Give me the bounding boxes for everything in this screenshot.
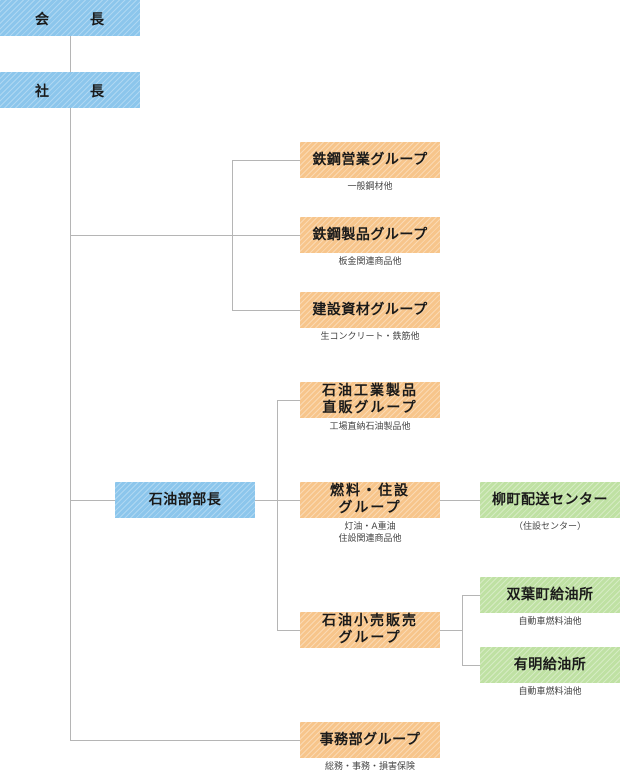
petroleum-retail-group-box: 石油小売販売 グループ [300,612,440,648]
connector-line [277,400,278,631]
general-affairs-group-box: 事務部グループ [300,722,440,758]
fuel-housing-group-label-line1: 燃料・住設 [330,483,410,499]
general-affairs-group-label: 事務部グループ [319,731,421,748]
connector-line [277,630,300,631]
president-box: 社 長 [0,72,140,108]
industrial-petroleum-group-label-line2: 直販グループ [322,400,418,416]
steel-sales-group-box: 鉄鋼営業グループ [300,142,440,178]
connector-line [440,630,462,631]
connector-line [277,400,300,401]
industrial-petroleum-group-box: 石油工業製品 直販グループ [300,382,440,418]
construction-materials-group-box: 建設資材グループ [300,292,440,328]
fuel-housing-group-note-line2: 住設関連商品他 [338,534,402,544]
futaba-gas-station-note: 自動車燃料油他 [518,617,582,627]
connector-line [440,500,480,501]
connector-line [70,500,115,501]
chairman-label-char1: 会 [35,12,49,28]
connector-line [70,740,300,741]
yanagimachi-delivery-center-box: 柳町配送センター [480,482,620,518]
general-affairs-group-note: 総務・事務・損害保険 [324,762,415,772]
petroleum-retail-group-label-line1: 石油小売販売 [322,613,418,629]
steel-products-group-label: 鉄鋼製品グループ [312,226,428,243]
connector-line [232,160,233,310]
steel-products-group-box: 鉄鋼製品グループ [300,217,440,253]
president-label-char1: 社 [35,84,49,100]
petroleum-director-box: 石油部部長 [115,482,255,518]
fuel-housing-group-box: 燃料・住設 グループ [300,482,440,518]
construction-materials-group-note: 生コンクリート・鉄筋他 [320,332,420,342]
connector-line [462,595,480,596]
ariake-gas-station-box: 有明給油所 [480,647,620,683]
steel-sales-group-note: 一般鋼材他 [347,182,393,192]
futaba-gas-station-box: 双葉町給油所 [480,577,620,613]
industrial-petroleum-group-label-line1: 石油工業製品 [322,383,418,399]
fuel-housing-group-note-line1: 灯油・A重油 [344,522,396,532]
connector-line [462,665,480,666]
chairman-label-char2: 長 [90,12,104,28]
yanagimachi-delivery-center-note: （住設センター） [513,522,586,532]
ariake-gas-station-note: 自動車燃料油他 [518,687,582,697]
ariake-gas-station-label: 有明給油所 [513,656,587,673]
president-label-char2: 長 [90,84,104,100]
connector-line [70,36,71,72]
connector-line [70,235,300,236]
steel-sales-group-label: 鉄鋼営業グループ [312,151,428,168]
steel-products-group-note: 板金関連商品他 [338,257,402,267]
yanagimachi-delivery-center-label: 柳町配送センター [492,491,608,508]
futaba-gas-station-label: 双葉町給油所 [506,586,594,603]
connector-line [70,108,71,741]
fuel-housing-group-label-line2: グループ [338,500,402,516]
petroleum-director-label: 石油部部長 [148,491,222,508]
connector-line [462,595,463,665]
chairman-box: 会 長 [0,0,140,36]
construction-materials-group-label: 建設資材グループ [312,301,428,318]
connector-line [232,310,300,311]
industrial-petroleum-group-note: 工場直納石油製品他 [329,422,411,432]
petroleum-retail-group-label-line2: グループ [338,630,402,646]
connector-line [232,160,300,161]
